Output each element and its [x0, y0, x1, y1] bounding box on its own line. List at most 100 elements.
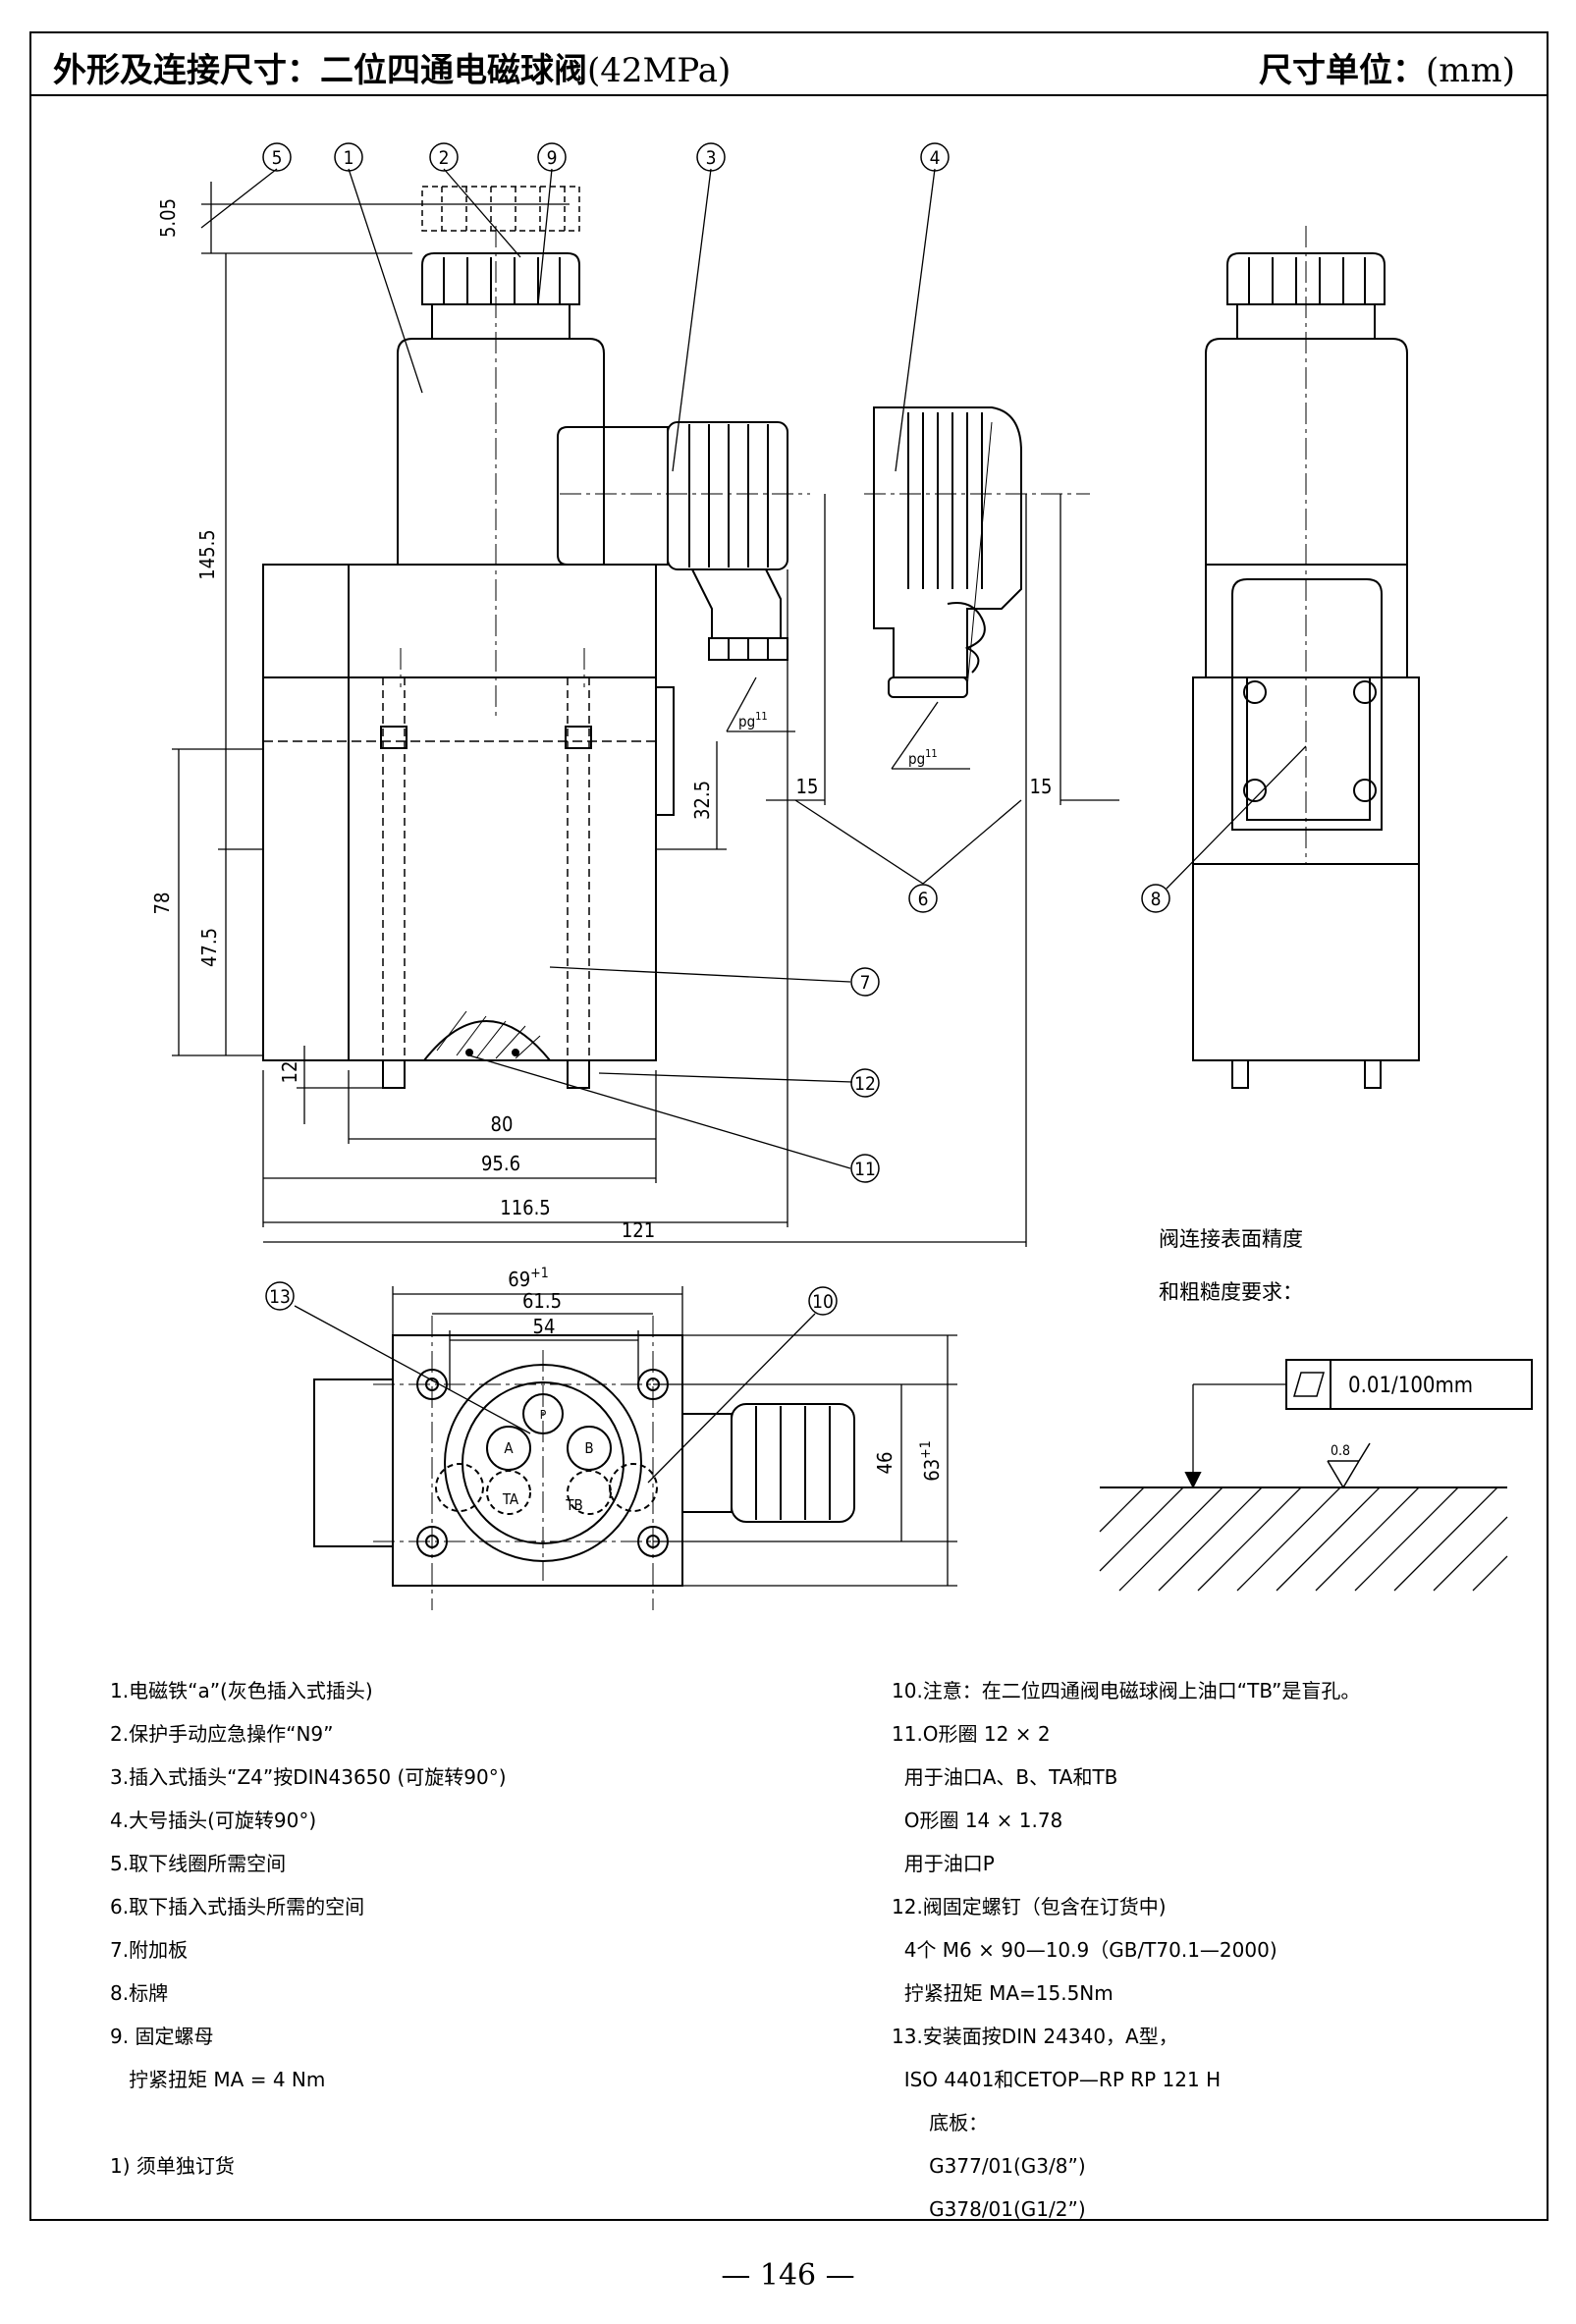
page-number: — 146 — [721, 2258, 855, 2293]
dim-63-tolerance: +1 [918, 1440, 934, 1459]
coil [397, 338, 605, 565]
plan-view [313, 1286, 957, 1610]
dim-5-05: 5.05 [156, 198, 180, 238]
dim-61-5: 61.5 [522, 1289, 562, 1313]
callout-2: 2 [439, 147, 450, 169]
dim-54: 54 [533, 1315, 556, 1338]
page-frame: 外形及连接尺寸：二位四通电磁球阀(42MPa) 尺寸单位：(mm) [29, 31, 1549, 2221]
surface-label-line1: 阀连接表面精度 [1159, 1227, 1303, 1251]
callout-6: 6 [918, 889, 929, 910]
title-text: 外形及连接尺寸：二位四通电磁球阀 [53, 51, 587, 90]
upper-body [262, 564, 657, 678]
callout-1: 1 [344, 147, 354, 169]
dim-95-6: 95.6 [481, 1152, 520, 1175]
drawing-labels: 5 1 2 9 3 4 6 7 8 11 12 13 10 5.05 145.5… [150, 147, 1473, 1514]
callout-8: 8 [1151, 889, 1162, 910]
note-blank [110, 2101, 507, 2144]
page-title: 外形及连接尺寸：二位四通电磁球阀(42MPa) [53, 43, 731, 91]
plug-z4 [557, 421, 788, 661]
callout-3: 3 [706, 147, 717, 169]
dim-15-right: 15 [1030, 775, 1053, 798]
note-12-screws: 4个 M6 × 90—10.9（GB/T70.1—2000) [892, 1938, 1277, 1962]
dim-69-value: 69 [508, 1268, 530, 1291]
port-b-label: B [584, 1439, 593, 1457]
side-view [1192, 226, 1420, 1089]
port-tb-label: TB [565, 1496, 583, 1514]
port-section [421, 1020, 553, 1061]
roughness-value: 0.8 [1331, 1443, 1350, 1459]
notes-left: 1.电磁铁“a”(灰色插入式插头) 2.保护手动应急操作“N9” 3.插入式插头… [110, 1669, 507, 2188]
dim-145-5: 145.5 [195, 529, 219, 580]
note-13-baseplate: 底板： [892, 2111, 989, 2135]
dim-12: 12 [278, 1061, 301, 1084]
note-9-torque: 拧紧扭矩 MA = 4 Nm [110, 2068, 326, 2091]
note-6: 6.取下插入式插头所需的空间 [110, 1895, 365, 1919]
unit-text: 尺寸单位： [1258, 51, 1426, 90]
dim-15-left: 15 [796, 775, 819, 798]
flatness-value: 0.01/100mm [1348, 1374, 1473, 1398]
dim-121: 121 [622, 1218, 655, 1242]
note-9: 9. 固定螺母 [110, 2025, 214, 2048]
note-13: 13.安装面按DIN 24340，A型， [892, 2025, 1178, 2048]
note-5: 5.取下线圈所需空间 [110, 1852, 287, 1875]
port-labels: A B TA TB P [502, 1408, 594, 1514]
centerlines [400, 226, 810, 717]
dim-47-5: 47.5 [197, 928, 221, 967]
callout-9: 9 [547, 147, 558, 169]
leader-lines [200, 168, 1307, 1484]
note-10: 10.注意：在二位四通阀电磁球阀上油口“TB”是盲孔。 [892, 1679, 1361, 1702]
port-p-label: P [540, 1408, 547, 1422]
plug-side-view [864, 406, 1090, 698]
valve-body [262, 676, 657, 1061]
note-13-g378: G378/01(G1/2”) [892, 2197, 1086, 2221]
dim-69: 69+1 [508, 1266, 548, 1291]
callout-13: 13 [269, 1286, 291, 1308]
phantom-knob [421, 186, 580, 232]
note-4: 4.大号插头(可旋转90°) [110, 1809, 317, 1832]
note-11: 11.O形圈 12 × 2 [892, 1722, 1051, 1746]
note-11-oring-p: O形圈 14 × 1.78 [892, 1809, 1063, 1832]
front-view [262, 186, 810, 1089]
dimension-lines [172, 182, 1119, 1247]
notes-right: 10.注意：在二位四通阀电磁球阀上油口“TB”是盲孔。 11.O形圈 12 × … [892, 1669, 1360, 2231]
knob [421, 252, 580, 340]
surface-spec [1099, 1359, 1533, 1592]
note-1: 1.电磁铁“a”(灰色插入式插头) [110, 1679, 373, 1702]
note-footnote: 1) 须单独订货 [110, 2154, 235, 2178]
pg-label-2: pg11 [908, 747, 938, 768]
note-11-port-p: 用于油口P [892, 1852, 995, 1875]
dim-63: 63+1 [918, 1440, 944, 1481]
dim-78: 78 [150, 892, 174, 915]
hatch [1099, 1486, 1508, 1592]
note-11-ports: 用于油口A、B、TA和TB [892, 1765, 1118, 1789]
pg-label-2-sup: 11 [925, 747, 938, 760]
dim-69-tolerance: +1 [530, 1266, 549, 1281]
unit-mm: (mm) [1425, 51, 1515, 90]
callout-10: 10 [812, 1291, 834, 1313]
dim-116-5: 116.5 [500, 1196, 551, 1219]
port-ta-label: TA [502, 1490, 519, 1508]
pg-label-2-text: pg [908, 750, 925, 768]
note-13-g377: G377/01(G3/8”) [892, 2154, 1086, 2178]
plan-dimension-lines [392, 1286, 957, 1587]
pg-label-1-sup: 11 [755, 710, 768, 723]
pg-label-1-text: pg [738, 713, 755, 730]
note-3: 3.插入式插头“Z4”按DIN43650 (可旋转90°) [110, 1765, 507, 1789]
note-13-iso: ISO 4401和CETOP—RP RP 121 H [892, 2068, 1222, 2091]
note-12: 12.阀固定螺钉（包含在订货中) [892, 1895, 1167, 1919]
callout-7: 7 [860, 972, 871, 994]
pg-label-1: pg11 [738, 710, 768, 730]
note-12-torque: 拧紧扭矩 MA=15.5Nm [892, 1981, 1114, 2005]
dim-63-value: 63 [920, 1459, 944, 1482]
header-bar: 外形及连接尺寸：二位四通电磁球阀(42MPa) 尺寸单位：(mm) [31, 33, 1547, 96]
screw-hidden [382, 677, 590, 1085]
note-7: 7.附加板 [110, 1938, 189, 1962]
dimension-values: 5.05 145.5 78 47.5 12 32.5 80 95.6 116.5… [150, 198, 1052, 1482]
callout-5: 5 [272, 147, 283, 169]
surface-label-line2: 和粗糙度要求： [1159, 1280, 1303, 1304]
port-a-label: A [504, 1439, 514, 1457]
callout-circles [262, 142, 1170, 1316]
callout-12: 12 [854, 1073, 876, 1095]
dim-80: 80 [491, 1112, 514, 1136]
